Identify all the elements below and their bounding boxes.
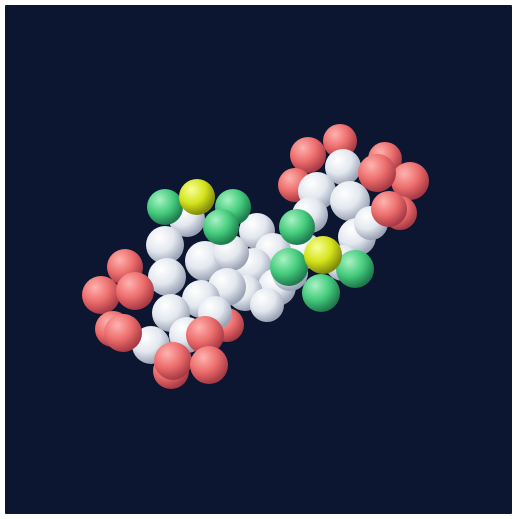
hydrogen-atom (250, 288, 284, 322)
fluorine-atom (203, 209, 239, 245)
oxygen-atom (371, 191, 407, 227)
oxygen-atom (82, 276, 120, 314)
fluorine-atom (147, 189, 183, 225)
phosphorus-atom (179, 179, 215, 215)
molecule-render[interactable] (5, 5, 512, 514)
oxygen-atom (323, 124, 357, 158)
hydrogen-atom (146, 226, 184, 264)
hydrogen-atom (325, 149, 361, 185)
fluorine-atom (302, 274, 340, 312)
oxygen-atom (186, 316, 224, 354)
atom-group (82, 124, 429, 389)
oxygen-atom (154, 342, 192, 380)
oxygen-atom (391, 162, 429, 200)
oxygen-atom (116, 272, 154, 310)
fluorine-atom (279, 209, 315, 245)
oxygen-atom (358, 154, 396, 192)
fluorine-atom (336, 250, 374, 288)
oxygen-atom (290, 137, 326, 173)
oxygen-atom (190, 346, 228, 384)
phosphorus-atom (304, 236, 342, 274)
hydrogen-atom (148, 258, 186, 296)
fluorine-atom (270, 248, 308, 286)
oxygen-atom (104, 314, 142, 352)
molecule-3d-viewport[interactable] (5, 5, 512, 514)
